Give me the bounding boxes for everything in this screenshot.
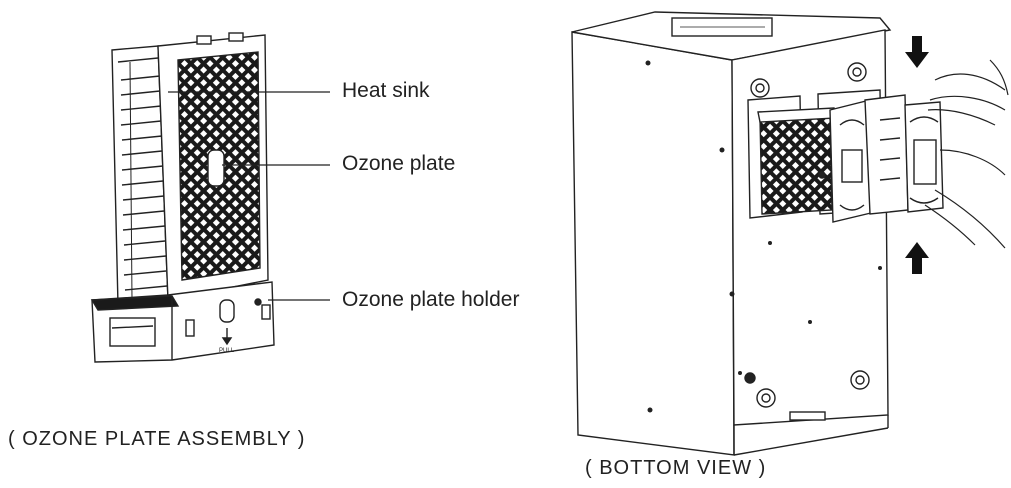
inserted-ozone-plate (759, 114, 833, 215)
inserted-holder (818, 94, 944, 223)
heat-sink-label: Heat sink (342, 79, 430, 102)
svg-text:PULL: PULL (219, 348, 235, 354)
side-screws (645, 60, 882, 413)
bottom-view-caption: ( BOTTOM VIEW ) (585, 457, 767, 479)
bottom-view-drawing (571, 11, 1009, 456)
hand-illustration (924, 59, 1009, 249)
feet (744, 62, 870, 408)
arrow-up-icon (905, 242, 929, 274)
leader-lines (168, 91, 330, 301)
ozone-plate-label: Ozone plate (342, 152, 456, 175)
side-panel (571, 31, 735, 456)
ozone-plate-assembly-drawing: PULL (90, 32, 275, 363)
insert-arrows (905, 36, 929, 274)
ozone-plate-holder: PULL (90, 281, 275, 363)
heat-sink (111, 45, 169, 306)
assembly-caption: ( OZONE PLATE ASSEMBLY ) (8, 428, 306, 450)
arrow-down-icon (905, 36, 929, 68)
ozone-plate-holder-label: Ozone plate holder (342, 288, 520, 311)
